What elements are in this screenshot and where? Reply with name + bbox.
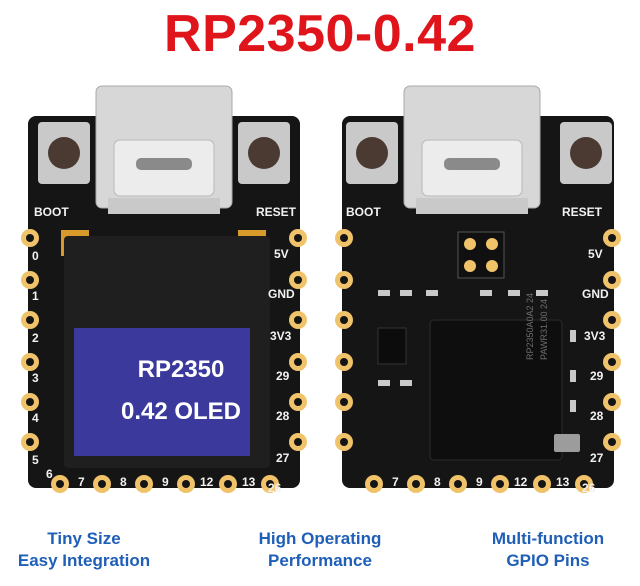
pin-label: 28 bbox=[590, 409, 604, 423]
pin-label: 8 bbox=[434, 475, 441, 489]
pin-label: 7 bbox=[392, 475, 399, 489]
pin-label: GND bbox=[582, 287, 609, 301]
pin-label: GND bbox=[268, 287, 295, 301]
pin-label: 7 bbox=[78, 475, 85, 489]
caption-line: Easy Integration bbox=[17, 551, 151, 570]
pin-label: 0 bbox=[32, 249, 39, 263]
pin-label: 29 bbox=[276, 369, 290, 383]
chip-marking-line2: PAWR31.00 24 bbox=[539, 298, 549, 360]
oled-text-line1: RP2350 bbox=[137, 356, 225, 383]
pin-label: 12 bbox=[514, 475, 528, 489]
pin-label: 5V bbox=[588, 247, 603, 261]
pin-label: 1 bbox=[32, 289, 39, 303]
reset-label: RESET bbox=[562, 205, 603, 219]
pin-label: 5V bbox=[274, 247, 289, 261]
caption-line: Multi-function bbox=[491, 529, 605, 548]
reset-label: RESET bbox=[256, 205, 297, 219]
pin-label: 26 bbox=[268, 481, 282, 495]
pin-label: 8 bbox=[120, 475, 127, 489]
pin-label: 5 bbox=[32, 453, 39, 467]
back-board-graphic bbox=[335, 85, 621, 493]
pin-label: 4 bbox=[32, 411, 39, 425]
caption-line: High Operating bbox=[258, 529, 382, 548]
pin-label: 3V3 bbox=[584, 329, 606, 343]
oled-text-line2: 0.42 OLED bbox=[120, 398, 242, 425]
caption-line: Tiny Size bbox=[47, 529, 121, 548]
caption-1: Tiny Size Easy Integration bbox=[0, 528, 184, 572]
pin-label: 29 bbox=[590, 369, 604, 383]
front-board-image: BOOT RESET 0 1 2 3 4 5 6 5V GND 3V3 29 2… bbox=[16, 80, 312, 500]
chip-marking-line1: RP2350A0A2 24 bbox=[525, 292, 535, 360]
pin-label: 9 bbox=[162, 475, 169, 489]
pin-label: 9 bbox=[476, 475, 483, 489]
pin-label: 27 bbox=[590, 451, 604, 465]
pin-label: 12 bbox=[200, 475, 214, 489]
back-board-image: BOOT RESET 5V GND 3V3 29 28 27 7 8 9 12 … bbox=[330, 80, 626, 500]
pin-label: 3 bbox=[32, 371, 39, 385]
pin-label: 2 bbox=[32, 331, 39, 345]
pin-label: 13 bbox=[556, 475, 570, 489]
boot-label: BOOT bbox=[34, 205, 69, 219]
pin-label: 26 bbox=[582, 481, 596, 495]
caption-3: Multi-function GPIO Pins bbox=[448, 528, 640, 572]
boot-label: BOOT bbox=[346, 205, 381, 219]
front-board-graphic bbox=[21, 85, 307, 493]
pin-label: 3V3 bbox=[270, 329, 292, 343]
pin-label: 27 bbox=[276, 451, 290, 465]
pin-label: 13 bbox=[242, 475, 256, 489]
caption-2: High Operating Performance bbox=[220, 528, 420, 572]
product-title: RP2350-0.42 bbox=[164, 5, 476, 63]
caption-line: Performance bbox=[268, 551, 372, 570]
pin-label: 6 bbox=[46, 467, 53, 481]
pin-label: 28 bbox=[276, 409, 290, 423]
caption-line: GPIO Pins bbox=[506, 551, 590, 570]
